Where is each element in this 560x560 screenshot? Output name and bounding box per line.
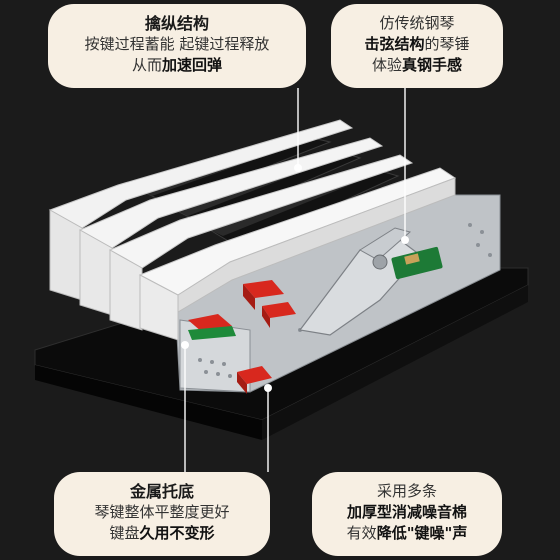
felt-red-mid-side [262,306,270,328]
callout-hammer-line1: 仿传统钢琴 [379,14,455,32]
felt-red-upper-side [243,284,255,310]
felt-red-mid [262,302,296,318]
white-key-3-front [109,249,143,331]
callout-metal-base-line2: 键盘久用不变形 [109,524,215,542]
felt-red-bottom-side [237,372,247,394]
callout-noise-felt: 采用多条 加厚型消减噪音棉 有效降低"键噪"声 [312,472,502,556]
felt-red-bottom [237,366,272,384]
felt-green-left [188,326,236,340]
callout-escapement: 擒纵结构 按键过程蓄能 起键过程释放 从而加速回弹 [48,4,306,88]
hammer-pivot [372,254,388,270]
leader-dot-top-right [401,236,409,244]
circuit-board [391,246,443,280]
callout-hammer-line2: 击弦结构的琴锤 [364,35,470,53]
callout-hammer: 仿传统钢琴 击弦结构的琴锤 体验真钢手感 [331,4,503,88]
callout-noise-felt-line3: 有效降低"键噪"声 [346,524,468,542]
base-plate-side [262,285,528,440]
chassis-holes [198,223,492,378]
leader-dot-bottom-right [264,384,272,392]
callout-escapement-line1: 按键过程蓄能 起键过程释放 [84,35,270,53]
callout-metal-base-title: 金属托底 [129,482,194,501]
white-key-4-front [139,274,179,341]
callout-noise-felt-line2: 加厚型消减噪音棉 [346,503,467,521]
felt-red-upper [243,280,284,298]
callout-metal-base-line1: 琴键整体平整度更好 [94,503,230,521]
callout-noise-felt-line1: 采用多条 [376,482,437,500]
leader-dot-bottom-left [181,341,189,349]
callout-metal-base: 金属托底 琴键整体平整度更好 键盘久用不变形 [54,472,270,556]
base-plate-edge [35,365,262,440]
callout-escapement-title: 擒纵结构 [144,14,209,33]
callout-escapement-line2: 从而加速回弹 [131,56,223,74]
white-key-4-side [177,177,456,313]
circuit-board-chip [404,253,420,265]
leader-dot-top-left [294,164,302,172]
hammer-arm [359,227,412,261]
callout-hammer-line3: 体验真钢手感 [371,56,463,74]
